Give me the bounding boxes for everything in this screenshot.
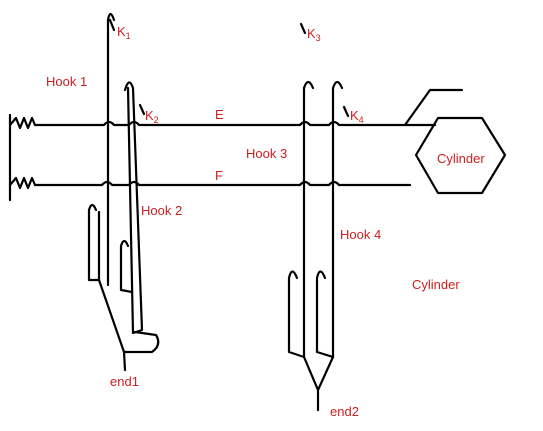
label-k4: K4 xyxy=(350,108,364,125)
hook-3-lower xyxy=(287,270,306,359)
wire-e xyxy=(33,120,437,127)
k3-mark xyxy=(299,22,307,35)
label-hook-2: Hook 2 xyxy=(141,203,182,218)
hook-3 xyxy=(302,80,315,359)
label-end2: end2 xyxy=(330,404,359,419)
hook-1 xyxy=(106,12,116,287)
hook-4-lower xyxy=(315,270,335,359)
label-end1: end1 xyxy=(110,374,139,389)
k2-mark xyxy=(138,103,146,116)
label-cylinder-inside: Cylinder xyxy=(437,151,485,166)
label-k3: K3 xyxy=(307,26,321,43)
spring-e xyxy=(8,113,37,202)
k1-mark xyxy=(108,18,116,32)
spring-f xyxy=(8,176,37,190)
cylinder-hexagon-inner xyxy=(414,116,507,195)
label-k2: K2 xyxy=(145,108,159,125)
label-hook-4: Hook 4 xyxy=(340,227,381,242)
end1-loop xyxy=(122,330,160,354)
label-wire-f: F xyxy=(215,168,223,183)
cylinder-hexagon-outer xyxy=(403,88,464,127)
label-wire-e: E xyxy=(215,107,224,122)
hook-1-lower xyxy=(87,203,101,282)
hook-2-lower xyxy=(119,239,134,294)
hook-2 xyxy=(123,81,144,335)
k4-mark xyxy=(342,105,350,118)
label-cylinder-outside: Cylinder xyxy=(412,277,460,292)
hook-4 xyxy=(331,80,344,359)
label-k1: K1 xyxy=(117,24,131,41)
label-hook-1: Hook 1 xyxy=(46,74,87,89)
end1-stem xyxy=(97,278,127,372)
label-hook-3: Hook 3 xyxy=(246,146,287,161)
end2-join xyxy=(302,355,335,412)
